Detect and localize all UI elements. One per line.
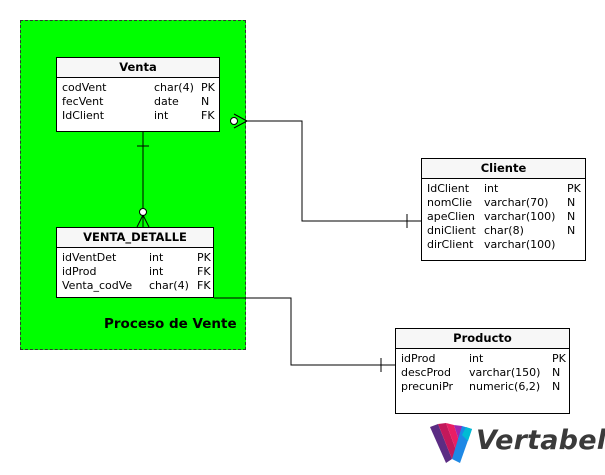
- table-venta-title: Venta: [57, 58, 219, 78]
- column-key: PK: [552, 352, 566, 365]
- table-cliente-row[interactable]: apeClien varchar(100) N: [422, 210, 585, 224]
- table-venta-detalle-row[interactable]: Venta_codVe char(4) FK: [57, 279, 213, 293]
- table-venta-row[interactable]: fecVent date N: [57, 95, 219, 109]
- table-producto-title: Producto: [396, 329, 569, 349]
- column-name: IdClient: [427, 182, 470, 195]
- column-type: varchar(100): [484, 238, 556, 251]
- column-name: codVent: [62, 81, 107, 94]
- table-venta[interactable]: Venta codVent char(4) PK fecVent date N …: [56, 57, 220, 132]
- column-name: IdClient: [62, 109, 105, 122]
- relationship-detalle-producto[interactable]: [214, 297, 395, 372]
- table-venta-detalle-row[interactable]: idVentDet int PK: [57, 251, 213, 265]
- column-key: FK: [201, 109, 215, 122]
- relationship-venta-detalle[interactable]: [136, 131, 150, 228]
- column-key: N: [567, 224, 576, 237]
- table-cliente-row[interactable]: dirClient varchar(100): [422, 238, 585, 252]
- column-type: char(4): [149, 279, 189, 292]
- table-cliente[interactable]: Cliente IdClient int PK nomClie varchar(…: [421, 158, 586, 261]
- column-name: precuniPr: [401, 380, 454, 393]
- table-venta-row[interactable]: IdClient int FK: [57, 109, 219, 123]
- column-key: N: [567, 210, 576, 223]
- column-name: fecVent: [62, 95, 104, 108]
- table-producto[interactable]: Producto idProd int PK descProd varchar(…: [395, 328, 570, 414]
- relationship-venta-cliente[interactable]: [230, 113, 422, 228]
- column-name: idVentDet: [62, 251, 117, 264]
- column-type: varchar(100): [484, 210, 556, 223]
- table-producto-row[interactable]: precuniPr numeric(6,2) N: [396, 380, 569, 394]
- column-key: N: [567, 196, 576, 209]
- column-name: Venta_codVe: [62, 279, 133, 292]
- column-key: PK: [201, 81, 215, 94]
- column-key: N: [201, 95, 210, 108]
- column-key: FK: [197, 265, 211, 278]
- column-name: dirClient: [427, 238, 474, 251]
- table-venta-detalle-title: VENTA_DETALLE: [57, 228, 213, 248]
- column-type: date: [154, 95, 179, 108]
- table-producto-row[interactable]: idProd int PK: [396, 352, 569, 366]
- column-type: numeric(6,2): [469, 380, 541, 393]
- table-cliente-row[interactable]: nomClie varchar(70) N: [422, 196, 585, 210]
- table-venta-row[interactable]: codVent char(4) PK: [57, 81, 219, 95]
- column-type: char(4): [154, 81, 194, 94]
- column-name: idProd: [62, 265, 97, 278]
- column-type: int: [154, 109, 169, 122]
- vertabelo-logo-icon: [430, 423, 472, 463]
- column-key: N: [552, 380, 561, 393]
- subject-area-label: Proceso de Vente: [104, 316, 237, 332]
- column-key: PK: [197, 251, 211, 264]
- column-name: descProd: [401, 366, 451, 379]
- vertabelo-logo: Vertabelo: [428, 423, 605, 465]
- column-key: N: [552, 366, 561, 379]
- column-type: varchar(150): [469, 366, 541, 379]
- column-key: PK: [567, 182, 581, 195]
- column-name: dniClient: [427, 224, 476, 237]
- column-type: int: [469, 352, 484, 365]
- table-producto-row[interactable]: descProd varchar(150) N: [396, 366, 569, 380]
- column-type: int: [484, 182, 499, 195]
- column-type: int: [149, 251, 164, 264]
- vertabelo-logo-text: Vertabelo: [476, 425, 605, 456]
- column-key: FK: [197, 279, 211, 292]
- table-venta-detalle-row[interactable]: idProd int FK: [57, 265, 213, 279]
- table-cliente-row[interactable]: dniClient char(8) N: [422, 224, 585, 238]
- column-type: int: [149, 265, 164, 278]
- column-type: char(8): [484, 224, 524, 237]
- column-type: varchar(70): [484, 196, 549, 209]
- column-name: idProd: [401, 352, 436, 365]
- table-cliente-title: Cliente: [422, 159, 585, 179]
- column-name: nomClie: [427, 196, 472, 209]
- column-name: apeClien: [427, 210, 476, 223]
- table-venta-detalle[interactable]: VENTA_DETALLE idVentDet int PK idProd in…: [56, 227, 214, 298]
- table-cliente-row[interactable]: IdClient int PK: [422, 182, 585, 196]
